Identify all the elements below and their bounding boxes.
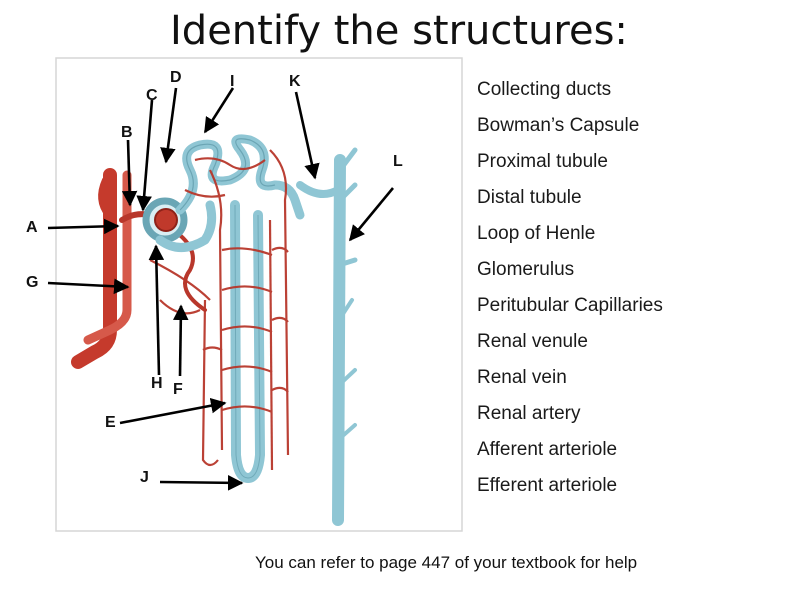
term-renal-vein: Renal vein — [477, 367, 567, 389]
term-bowmans-capsule: Bowman’s Capsule — [477, 115, 639, 137]
term-distal-tubule: Distal tubule — [477, 187, 582, 209]
label-F: F — [173, 381, 183, 399]
label-B: B — [121, 124, 133, 142]
term-glomerulus: Glomerulus — [477, 259, 574, 281]
arrow-F — [180, 306, 181, 376]
label-E: E — [105, 414, 116, 432]
term-collecting-ducts: Collecting ducts — [477, 79, 611, 101]
label-D: D — [170, 69, 182, 87]
term-afferent-arteriole: Afferent arteriole — [477, 439, 617, 461]
term-renal-artery: Renal artery — [477, 403, 581, 425]
term-proximal-tubule: Proximal tubule — [477, 151, 608, 173]
label-C: C — [146, 87, 158, 105]
term-loop-of-henle: Loop of Henle — [477, 223, 595, 245]
glomerulus-shape — [155, 209, 177, 231]
label-A: A — [26, 219, 38, 237]
label-L: L — [393, 153, 403, 171]
label-I: I — [230, 73, 234, 91]
label-G: G — [26, 274, 38, 292]
label-H: H — [151, 375, 163, 393]
footnote: You can refer to page 447 of your textbo… — [255, 553, 637, 573]
label-J: J — [140, 469, 149, 487]
arrow-J — [160, 482, 242, 483]
term-renal-venule: Renal venule — [477, 331, 588, 353]
label-K: K — [289, 73, 301, 91]
term-efferent-arteriole: Efferent arteriole — [477, 475, 617, 497]
term-peritubular-capillaries: Peritubular Capillaries — [477, 295, 663, 317]
